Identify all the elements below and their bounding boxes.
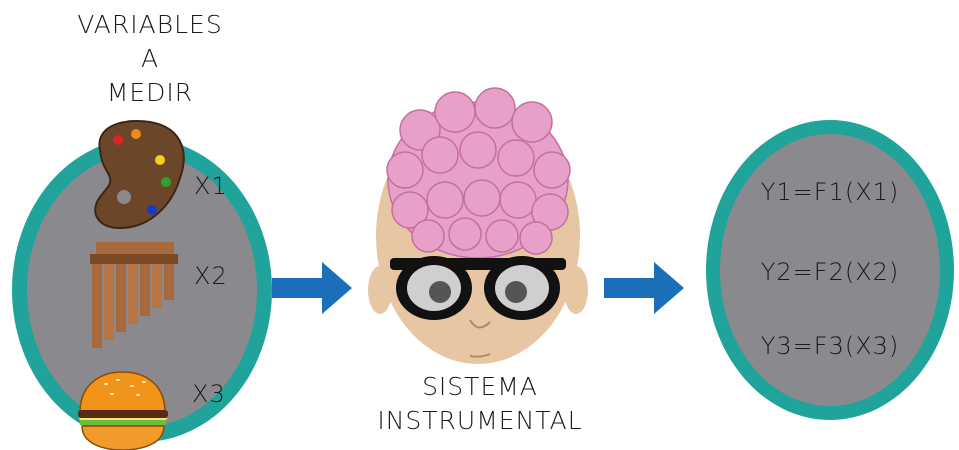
equation-3: Y3=F3(X3) — [760, 332, 900, 360]
brain-head-with-glasses-icon — [368, 87, 588, 364]
arrow-right-icon — [604, 262, 684, 314]
paint-palette-icon — [94, 119, 185, 230]
system-label-line: INSTRUMENTAL — [377, 406, 583, 435]
variable-label-x1: X1 — [194, 172, 228, 200]
system-label-line: SISTEMA — [422, 372, 538, 401]
variable-label-x3: X3 — [192, 380, 226, 408]
equation-1: Y1=F1(X1) — [760, 178, 900, 206]
hamburger-icon — [78, 371, 168, 450]
pan-flute-icon — [90, 242, 178, 348]
equation-2: Y2=F2(X2) — [760, 258, 900, 286]
variable-label-x2: X2 — [194, 262, 228, 290]
arrow-right-icon — [272, 262, 352, 314]
input-title: VARIABLES A MEDIR — [40, 8, 260, 110]
input-title-line: A — [140, 44, 160, 73]
input-title-line: VARIABLES — [77, 10, 223, 39]
input-title-line: MEDIR — [106, 78, 194, 107]
system-label: SISTEMA INSTRUMENTAL — [350, 370, 610, 438]
output-oval — [706, 120, 954, 420]
